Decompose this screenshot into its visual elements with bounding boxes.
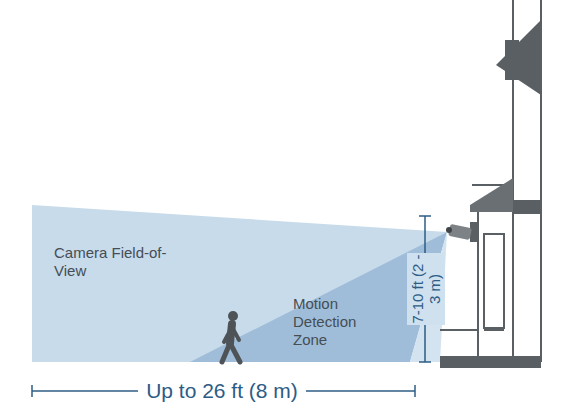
roof <box>496 20 541 95</box>
house-outline <box>440 0 541 362</box>
walking-person <box>222 311 240 362</box>
chimney <box>505 40 519 80</box>
dimension-label: Up to 26 ft (8 m) <box>138 379 306 403</box>
awning <box>470 178 513 212</box>
field-of-view-band <box>32 205 447 362</box>
ground <box>440 356 541 368</box>
dimension-label: 7-10 ft (2 - 3 m) <box>407 253 445 325</box>
region-label: Camera Field-of-View <box>54 244 184 280</box>
motion-zone-wedge <box>190 232 447 362</box>
floor-band <box>513 200 541 214</box>
region-label: Motion Detection Zone <box>293 295 381 349</box>
camera <box>446 222 478 242</box>
